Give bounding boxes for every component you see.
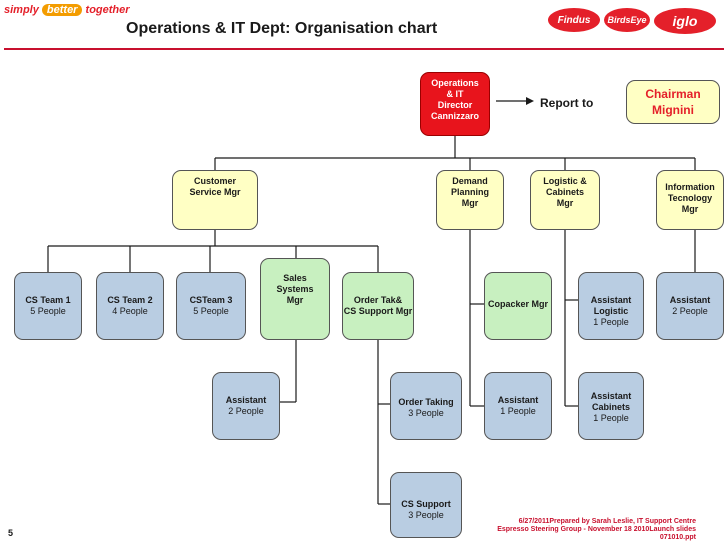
simply-better-together-logo: simply better together — [4, 4, 130, 24]
cs-team-1-people: 5 People — [30, 306, 66, 316]
report-to-label: Report to — [540, 96, 594, 110]
cs-team-2-label: CS Team 2 — [107, 295, 153, 305]
cs-support-box: CS Support 3 People — [390, 472, 462, 538]
order-taking-people: 3 People — [408, 408, 444, 418]
assistant-sales-people: 2 People — [228, 406, 264, 416]
customer-service-mgr-box: Customer Service Mgr — [172, 170, 258, 230]
logistic-cabinets-mgr-label: Logistic & Cabinets Mgr — [543, 176, 587, 208]
birdseye-logo: BirdsEye — [604, 6, 650, 38]
demand-planning-mgr-label: Demand Planning Mgr — [451, 176, 489, 208]
page-title: Operations & IT Dept: Organisation chart — [126, 20, 438, 37]
cs-team-1-label: CS Team 1 — [25, 295, 71, 305]
cs-team-3-people: 5 People — [193, 306, 229, 316]
order-taking-cs-support-mgr-box: Order Tak& CS Support Mgr — [342, 272, 414, 340]
demand-planning-mgr-box: Demand Planning Mgr — [436, 170, 504, 230]
logo-text-simply: simply — [4, 4, 42, 16]
logo-text-together: together — [82, 4, 130, 16]
assistant-cabinets-people: 1 People — [593, 413, 629, 423]
assistant-cabinets-label: Assistant Cabinets — [590, 391, 632, 412]
assistant-it-box: Assistant 2 People — [656, 272, 724, 340]
assistant-logistic-label: Assistant Logistic — [590, 295, 632, 316]
customer-service-mgr-label: Customer Service Mgr — [189, 176, 241, 197]
cs-team-3-box: CSTeam 3 5 People — [176, 272, 246, 340]
assistant-it-label: Assistant — [669, 295, 711, 305]
assistant-cabinets-box: Assistant Cabinets 1 People — [578, 372, 644, 440]
order-taking-box: Order Taking 3 People — [390, 372, 462, 440]
assistant-logistic-box: Assistant Logistic 1 People — [578, 272, 644, 340]
chairman-box: Chairman Mignini — [626, 80, 720, 124]
findus-logo: Findus — [548, 6, 600, 38]
assistant-demand-box: Assistant 1 People — [484, 372, 552, 440]
sales-systems-mgr-box: Sales Systems Mgr — [260, 258, 330, 340]
assistant-demand-label: Assistant — [497, 395, 539, 405]
operations-director-label: Operations & IT Director Cannizzaro — [430, 78, 479, 121]
information-technology-mgr-label: Information Tecnology Mgr — [665, 182, 715, 214]
cs-support-label: CS Support — [401, 499, 451, 509]
assistant-demand-people: 1 People — [500, 406, 536, 416]
logistic-cabinets-mgr-box: Logistic & Cabinets Mgr — [530, 170, 600, 230]
iglo-logo-text: iglo — [654, 8, 716, 34]
assistant-sales-label: Assistant — [225, 395, 267, 405]
assistant-sales-box: Assistant 2 People — [212, 372, 280, 440]
report-arrow — [496, 97, 534, 105]
logo-text-better: better — [41, 4, 83, 16]
birdseye-logo-text: BirdsEye — [604, 8, 650, 32]
chairman-label: Chairman Mignini — [645, 87, 701, 117]
information-technology-mgr-box: Information Tecnology Mgr — [656, 170, 724, 230]
copacker-mgr-label: Copacker Mgr — [487, 299, 549, 309]
cs-support-people: 3 People — [408, 510, 444, 520]
assistant-logistic-people: 1 People — [593, 317, 629, 327]
order-taking-cs-support-mgr-label: Order Tak& CS Support Mgr — [343, 295, 413, 316]
page-number: 5 — [8, 528, 14, 538]
findus-logo-text: Findus — [548, 8, 600, 32]
operations-director-box: Operations & IT Director Cannizzaro — [420, 72, 490, 136]
title-divider — [4, 48, 724, 50]
copacker-mgr-box: Copacker Mgr — [484, 272, 552, 340]
cs-team-2-box: CS Team 2 4 People — [96, 272, 164, 340]
order-taking-label: Order Taking — [398, 397, 454, 407]
footer-note: 6/27/2011Prepared by Sarah Leslie, IT Su… — [497, 518, 696, 541]
sales-systems-mgr-label: Sales Systems Mgr — [276, 273, 314, 305]
iglo-logo: iglo — [654, 6, 716, 38]
cs-team-1-box: CS Team 1 5 People — [14, 272, 82, 340]
cs-team-3-label: CSTeam 3 — [189, 295, 233, 305]
cs-team-2-people: 4 People — [112, 306, 148, 316]
assistant-it-people: 2 People — [672, 306, 708, 316]
